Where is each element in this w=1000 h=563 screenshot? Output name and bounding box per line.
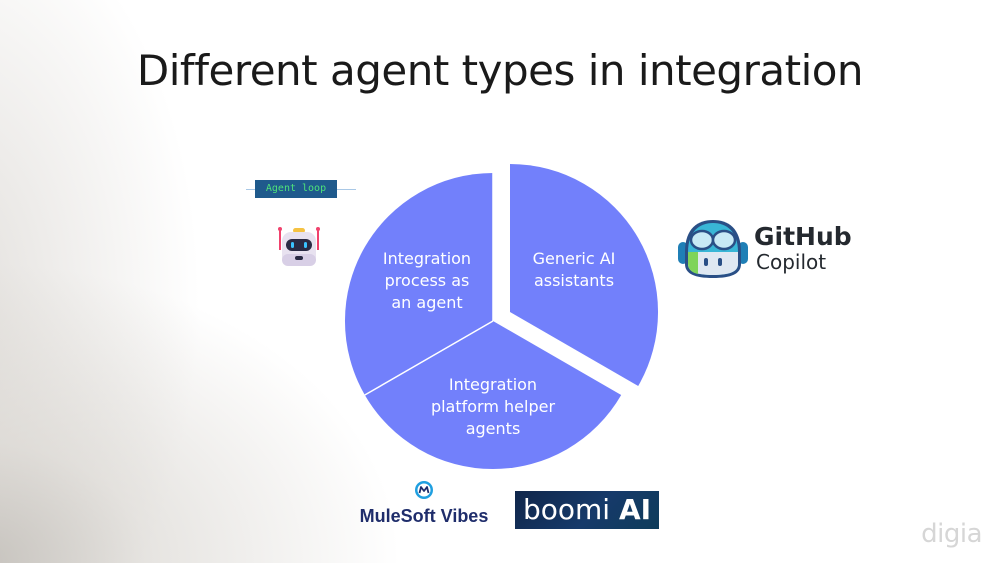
slide-title: Different agent types in integration: [136, 46, 864, 95]
boomi-ai-logo: boomi AI: [515, 491, 659, 529]
slice-divider: [364, 320, 494, 396]
slice-label-integration-process: Integration process as an agent: [382, 249, 472, 312]
digia-brand-logo: digia: [921, 519, 982, 549]
slice-label-generic-ai: Generic AI assistants: [532, 249, 616, 290]
pie-slice-generic-ai-assistants: [510, 163, 659, 386]
github-copilot-logo: GitHub Copilot: [754, 222, 852, 275]
robot-icon: [278, 227, 320, 266]
agent-loop-tag: Agent loop: [246, 178, 356, 198]
mulesoft-icon: [415, 481, 433, 499]
agent-loop-label: Agent loop: [255, 180, 337, 198]
mulesoft-vibes-logo: MuleSoft Vibes: [356, 480, 492, 527]
slice-label-platform-helpers: Integration platform helper agents: [430, 375, 556, 438]
github-copilot-icon: [678, 220, 748, 278]
pie-slice-integration-process: [344, 173, 493, 395]
